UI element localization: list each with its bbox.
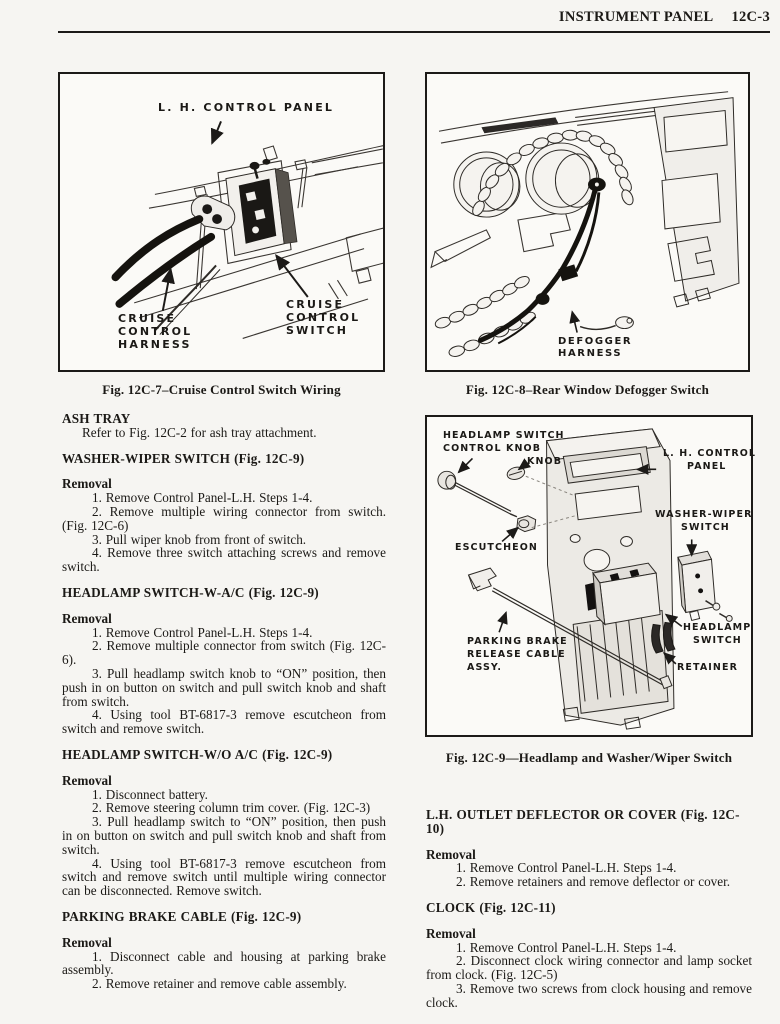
subheading-removal: Removal — [62, 610, 112, 626]
step: 3. Remove two screws from clock housing … — [426, 980, 752, 1010]
step: 1. Remove Control Panel-L.H. Steps 1-4. — [92, 624, 313, 640]
page-header: INSTRUMENT PANEL 12C-3 — [559, 9, 770, 26]
section-heading-clock: CLOCK (Fig. 12C-11) — [426, 899, 556, 915]
subheading-removal: Removal — [426, 846, 476, 862]
label-line: HARNESS — [118, 338, 192, 351]
step: 2. Disconnect clock wiring connector and… — [426, 953, 752, 983]
headlamp-switch-illustration — [437, 428, 733, 730]
label-line: RELEASE CABLE — [467, 649, 566, 660]
label-line: HEADLAMP SWITCH — [443, 430, 565, 441]
label-cruise-control-switch: CRUISE CONTROL SWITCH — [286, 298, 360, 337]
step: 4. Using tool BT-6817-3 remove escutcheo… — [62, 855, 386, 899]
header-rule — [58, 31, 770, 33]
step: 2. Remove retainer and remove cable asse… — [92, 976, 347, 992]
step: 2. Remove retainers and remove deflector… — [456, 874, 731, 890]
label-defogger-harness: DEFOGGER HARNESS — [558, 336, 632, 360]
label-lh-control-panel: L. H. CONTROL PANEL — [158, 101, 335, 114]
label-line: DEFOGGER — [558, 336, 633, 347]
label-line: CRUISE — [286, 298, 345, 311]
figure-caption-12c8: Fig. 12C-8–Rear Window Defogger Switch — [465, 382, 710, 397]
step: 2. Remove multiple wiring connector from… — [62, 503, 386, 533]
label-retainer: RETAINER — [677, 662, 738, 673]
step: 1. Remove Control Panel-L.H. Steps 1-4. — [456, 860, 677, 876]
step: 4. Using tool BT-6817-3 remove escutcheo… — [62, 707, 386, 737]
figure-rear-window-defogger-switch: DEFOGGER HARNESS — [425, 72, 750, 372]
label-washer-wiper-switch: WASHER-WIPER SWITCH — [655, 508, 753, 534]
label-cruise-control-harness: CRUISE CONTROL HARNESS — [118, 312, 192, 351]
step: 3. Pull headlamp switch knob to “ON” pos… — [62, 665, 386, 709]
label-line: PARKING BRAKE — [467, 636, 568, 647]
label-line: WASHER-WIPER — [655, 509, 753, 520]
step: 1. Disconnect cable and housing at parki… — [62, 948, 386, 978]
label-knob: KNOB — [527, 456, 563, 467]
label-headlamp-switch: HEADLAMP SWITCH — [683, 621, 751, 647]
figure-caption-12c7: Fig. 12C-7–Cruise Control Switch Wiring — [102, 382, 341, 397]
label-line: SWITCH — [681, 522, 730, 533]
label-line: ASSY. — [467, 662, 503, 673]
cruise-control-illustration — [111, 120, 383, 339]
label-line: CRUISE — [118, 312, 177, 325]
left-column: ASH TRAY Refer to Fig. 12C-2 for ash tra… — [62, 412, 386, 991]
header-title: INSTRUMENT PANEL — [558, 9, 714, 25]
label-line: L. H. CONTROL — [663, 448, 757, 459]
right-column: L.H. OUTLET DEFLECTOR OR COVER (Fig. 12C… — [426, 808, 752, 1010]
label-lh-control-panel-fig9: L. H. CONTROL PANEL — [663, 447, 756, 473]
step: 4. Remove three switch attaching screws … — [62, 545, 386, 575]
subheading-removal: Removal — [426, 925, 476, 941]
section-heading-headlamp-switch-w-ac: HEADLAMP SWITCH-W-A/C (Fig. 12C-9) — [62, 584, 319, 600]
subheading-removal: Removal — [62, 476, 112, 492]
subheading-removal: Removal — [62, 772, 112, 788]
section-heading-parking-brake-cable: PARKING BRAKE CABLE (Fig. 12C-9) — [62, 908, 302, 924]
step: 3. Pull wiper knob from front of switch. — [92, 531, 307, 547]
label-line: PANEL — [687, 461, 727, 472]
label-line: SWITCH — [693, 635, 742, 646]
label-line: HEADLAMP — [683, 622, 752, 633]
header-page-number: 12C-3 — [731, 9, 770, 25]
paragraph: Refer to Fig. 12C-2 for ash tray attachm… — [82, 424, 317, 440]
label-line: CONTROL KNOB — [443, 443, 542, 454]
label-line: CONTROL — [118, 325, 193, 338]
defogger-illustration — [430, 91, 740, 357]
subheading-removal: Removal — [62, 934, 112, 950]
section-heading-lh-outlet-deflector: L.H. OUTLET DEFLECTOR OR COVER (Fig. 12C… — [426, 807, 740, 836]
figure-caption-12c9: Fig. 12C-9—Headlamp and Washer/Wiper Swi… — [445, 750, 733, 765]
step: 2. Remove steering column trim cover. (F… — [92, 800, 371, 816]
step: 1. Remove Control Panel-L.H. Steps 1-4. — [92, 490, 313, 506]
label-line: CONTROL — [286, 311, 361, 324]
label-line: HARNESS — [558, 348, 623, 359]
section-heading-headlamp-switch-wo-ac: HEADLAMP SWITCH-W/O A/C (Fig. 12C-9) — [62, 746, 333, 762]
label-line: SWITCH — [286, 324, 349, 337]
step: 3. Pull headlamp switch to “ON” position… — [62, 814, 386, 857]
figure-headlamp-washer-wiper-switch: HEADLAMP SWITCH CONTROL KNOB KNOB L. H. … — [425, 415, 756, 737]
label-parking-brake-release-cable: PARKING BRAKE RELEASE CABLE ASSY. — [467, 635, 568, 674]
label-escutcheon: ESCUTCHEON — [455, 542, 538, 553]
step: 1. Disconnect battery. — [92, 786, 208, 802]
section-heading-ash-tray: ASH TRAY — [62, 411, 131, 426]
step: 2. Remove multiple connector from switch… — [62, 638, 386, 668]
section-heading-washer-wiper-switch: WASHER-WIPER SWITCH (Fig. 12C-9) — [62, 450, 305, 466]
figure-cruise-control-switch-wiring: L. H. CONTROL PANEL CRUISE CONTROL HARNE… — [58, 72, 385, 372]
step: 1. Remove Control Panel-L.H. Steps 1-4. — [456, 939, 677, 955]
label-headlamp-switch-control-knob: HEADLAMP SWITCH CONTROL KNOB — [443, 429, 565, 455]
